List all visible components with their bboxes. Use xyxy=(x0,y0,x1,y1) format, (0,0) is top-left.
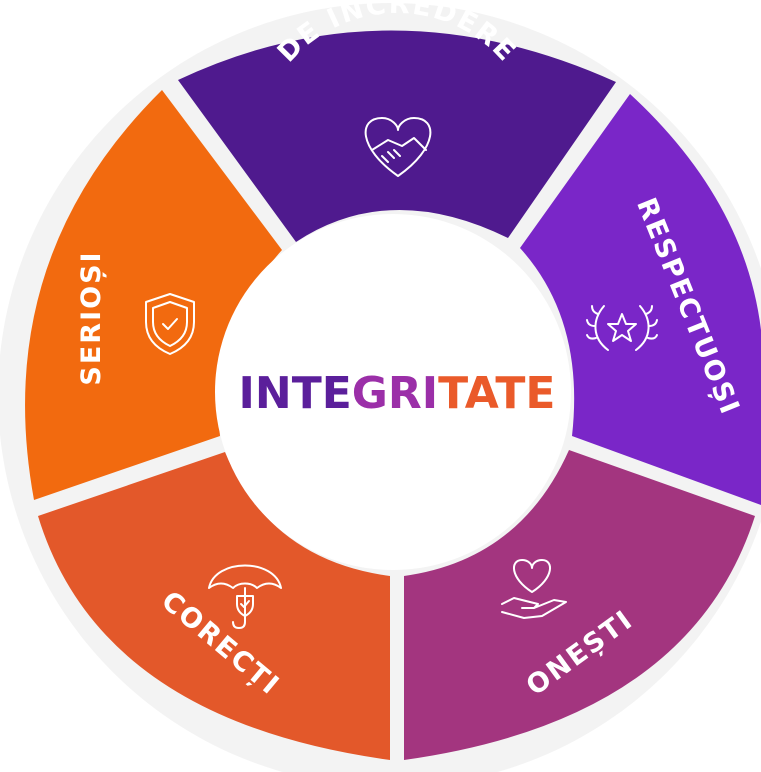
hand-heart-icon xyxy=(501,559,567,619)
center-circle xyxy=(215,214,571,570)
segment-onesti xyxy=(404,450,755,760)
center-title-part-1: INTE xyxy=(239,368,352,419)
segment-respectuosi xyxy=(520,94,761,505)
center-title-part-2: GRI xyxy=(352,368,438,419)
umbrella-shield-icon xyxy=(208,564,282,629)
handshake-heart-icon xyxy=(364,117,432,177)
center-title-part-3: TATE xyxy=(438,368,555,419)
segment-corecti xyxy=(38,452,390,760)
laurel-star-icon xyxy=(586,305,658,351)
label-seriosi: SERIOȘI xyxy=(76,250,107,385)
center-title: INTEGRITATE xyxy=(239,368,556,419)
segment-de-incredere xyxy=(178,30,616,242)
shield-check-icon xyxy=(145,293,195,355)
